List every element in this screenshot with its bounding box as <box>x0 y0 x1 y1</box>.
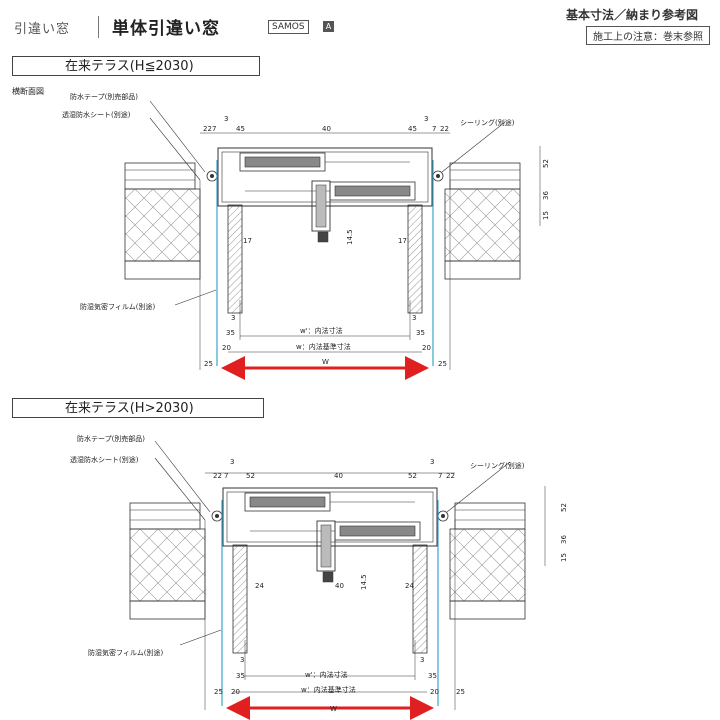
dim2-top-right-b: 3 <box>430 458 434 466</box>
dim-bottom-right-c: 20 <box>422 344 431 352</box>
dim2-right-a: 52 <box>560 503 568 512</box>
section-2-labels: 防水テープ(別売部品) 透湿防水シート(別途) シーリング(別途) 防湿気密フィ… <box>70 434 568 713</box>
dim2-inner-c: 14.5 <box>360 574 368 590</box>
dim2-inner-d: 24 <box>405 582 414 590</box>
label-waterproof-tape: 防水テープ(別売部品) <box>70 92 138 101</box>
section-title-2: 在来テラス(H>2030) <box>12 398 264 418</box>
dim-top-right-d: 22 <box>440 125 449 133</box>
dim-inner-a: 17 <box>243 237 252 245</box>
dim-bottom-left-b: 35 <box>226 329 235 337</box>
dim-bottom-right-b: 35 <box>416 329 425 337</box>
dim-top-left-d: 45 <box>236 125 245 133</box>
dim-top-mid: 40 <box>322 125 331 133</box>
dim-top-right-a: 45 <box>408 125 417 133</box>
section-1-labels: 防水テープ(別売部品) 透湿防水シート(別途) シーリング(別途) 防湿気密フィ… <box>62 92 550 368</box>
dim2-top-left-d: 52 <box>246 472 255 480</box>
dim-top-right-c: 7 <box>432 125 436 133</box>
brand-mark: A <box>323 21 334 32</box>
dim2-top-right-a: 52 <box>408 472 417 480</box>
dim-top-left-b: 7 <box>212 125 216 133</box>
dim2-bottom-left-c: 25 <box>214 688 223 696</box>
dim2-inner-a: 24 <box>255 582 264 590</box>
dim2-top-mid: 40 <box>334 472 343 480</box>
drawing-type-title: 基本寸法／納まり参考図 <box>565 8 698 22</box>
label-vapor-film: 防湿気密フィルム(別途) <box>80 302 155 311</box>
label-waterproof-tape-2: 防水テープ(別売部品) <box>77 434 145 443</box>
dim-right-c: 15 <box>542 211 550 220</box>
dim-top-left-a: 22 <box>203 125 212 133</box>
label-sealing-2: シーリング(別途) <box>470 461 525 470</box>
dim2-bottom-left-b: 35 <box>236 672 245 680</box>
construction-note: 施工上の注意：巻末参照 <box>586 26 710 45</box>
dim-bottom-left-c: 20 <box>222 344 231 352</box>
label-vapor-film-2: 防湿気密フィルム(別途) <box>88 648 163 657</box>
dim-inner-b: 14.5 <box>346 229 354 245</box>
label-W-2: W <box>330 705 337 713</box>
label-breathable-sheet-2: 透湿防水シート(別途) <box>70 455 139 464</box>
section-drawing-2 <box>130 441 545 710</box>
dim2-bottom-left-d: 20 <box>231 688 240 696</box>
dim2-bottom-right-c: 20 <box>430 688 439 696</box>
brand-badge: SAMOS <box>268 20 309 34</box>
dim2-right-b: 36 <box>560 535 568 544</box>
header-divider <box>98 16 99 38</box>
dim-bottom-right-d: 25 <box>438 360 447 368</box>
category-label: 引違い窓 <box>14 22 71 37</box>
dim-bottom-left-a: 3 <box>231 314 235 322</box>
dim-bottom-right-a: 3 <box>412 314 416 322</box>
dim2-bottom-left-a: 3 <box>240 656 244 664</box>
label-breathable-sheet: 透湿防水シート(別途) <box>62 110 131 119</box>
dim2-top-left-b: 7 <box>224 472 228 480</box>
dim2-top-right-d: 22 <box>446 472 455 480</box>
dim2-bottom-right-b: 35 <box>428 672 437 680</box>
dim-bottom-left-d: 25 <box>204 360 213 368</box>
label-w-std-2: w：内法基準寸法 <box>301 685 356 694</box>
label-w-prime-2: w'：内法寸法 <box>305 670 348 679</box>
label-w-std: w：内法基準寸法 <box>296 342 351 351</box>
dim2-bottom-right-a: 3 <box>420 656 424 664</box>
label-W: W <box>322 358 329 366</box>
dim2-right-c: 15 <box>560 553 568 562</box>
dim-top-left-c: 3 <box>224 115 228 123</box>
dim2-top-left-c: 3 <box>230 458 234 466</box>
page-title: 単体引違い窓 <box>112 19 220 39</box>
dim2-inner-b: 40 <box>335 582 344 590</box>
dim2-bottom-right-d: 25 <box>456 688 465 696</box>
dim-top-right-b: 3 <box>424 115 428 123</box>
dim2-top-right-c: 7 <box>438 472 442 480</box>
dim-right-b: 36 <box>542 191 550 200</box>
dim-inner-c: 17 <box>398 237 407 245</box>
label-sealing: シーリング(別途) <box>460 118 515 127</box>
label-w-prime: w'：内法寸法 <box>300 326 343 335</box>
dim2-top-left-a: 22 <box>213 472 222 480</box>
view-label: 横断面図 <box>12 87 44 96</box>
section-title-1: 在来テラス(H≦2030) <box>12 56 260 76</box>
dim-right-a: 52 <box>542 159 550 168</box>
